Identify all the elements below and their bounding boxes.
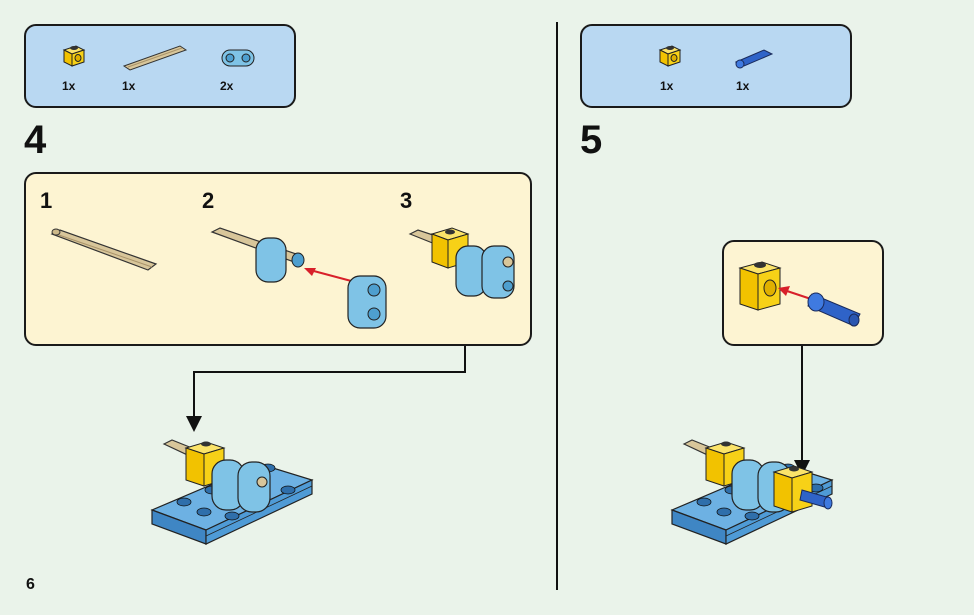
step-number: 5 bbox=[580, 118, 603, 162]
tan-axle-illustration bbox=[50, 228, 158, 271]
part-qty: 1x bbox=[736, 79, 750, 93]
step4-parts-box: 1x 1x 2x bbox=[24, 24, 296, 108]
step5-parts-box: 1x 1x bbox=[580, 24, 852, 108]
blue-pin-icon bbox=[734, 49, 774, 69]
part-qty: 1x bbox=[122, 79, 136, 93]
page-number: 6 bbox=[26, 576, 35, 593]
tan-axle-icon bbox=[122, 45, 188, 71]
part-qty: 2x bbox=[220, 79, 234, 93]
substep-number: 2 bbox=[202, 188, 215, 213]
yellow-brick-with-pin-illustration bbox=[738, 261, 861, 327]
part-qty: 1x bbox=[660, 79, 674, 93]
step4-substep-box: 1 2 3 bbox=[24, 172, 532, 346]
substep-number: 1 bbox=[40, 188, 53, 213]
page-divider bbox=[556, 22, 558, 590]
step4-model-illustration bbox=[150, 439, 314, 545]
azure-beam-icon bbox=[221, 49, 255, 67]
axle-with-beam-illustration bbox=[210, 227, 387, 329]
part-qty: 1x bbox=[62, 79, 76, 93]
yellow-brick-icon bbox=[62, 45, 86, 67]
yellow-brick-icon bbox=[658, 45, 682, 67]
step5-model-illustration bbox=[670, 439, 834, 545]
step5-substep-box bbox=[722, 240, 884, 346]
step-number: 4 bbox=[24, 118, 47, 162]
substep-number: 3 bbox=[400, 188, 413, 213]
assembled-axle-illustration bbox=[408, 227, 515, 299]
